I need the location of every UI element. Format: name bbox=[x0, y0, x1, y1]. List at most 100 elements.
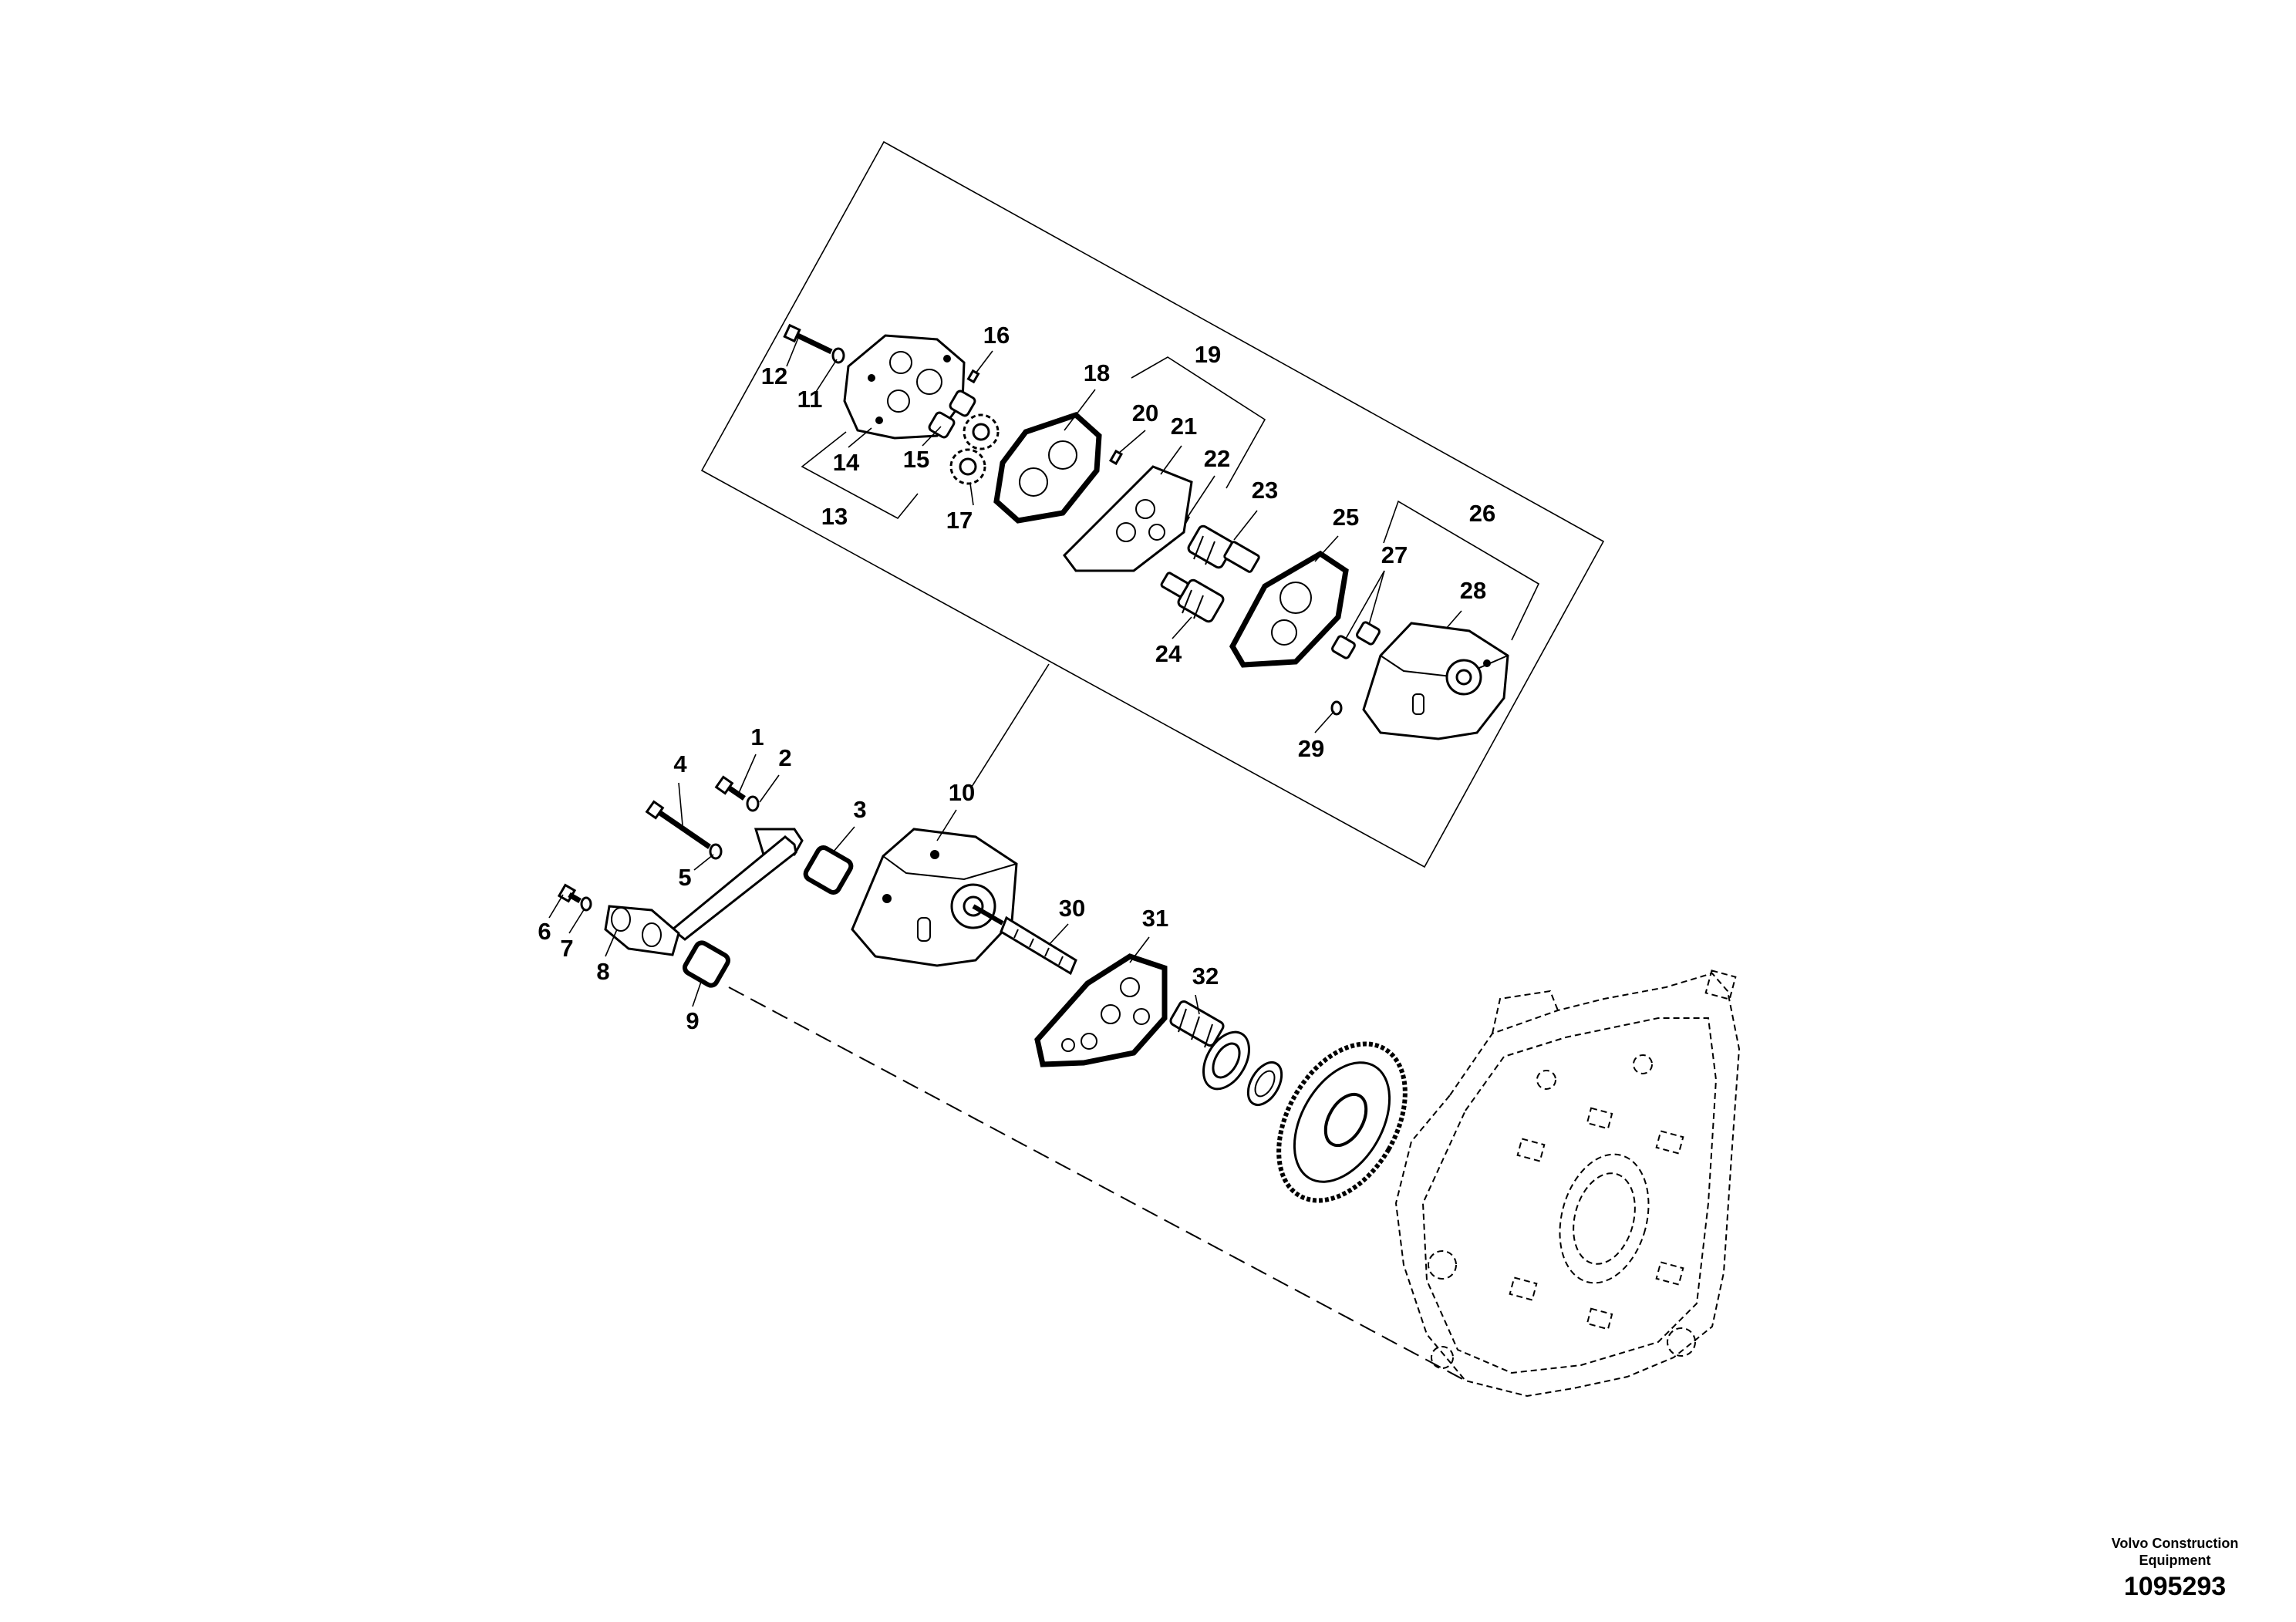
leader-6 bbox=[548, 894, 564, 919]
leader-15 bbox=[922, 426, 942, 447]
leader-29 bbox=[1314, 710, 1335, 733]
callout-5: 5 bbox=[678, 864, 691, 891]
part-23-gear-shaft bbox=[1187, 524, 1260, 573]
callout-1: 1 bbox=[750, 723, 764, 750]
callout-28: 28 bbox=[1460, 577, 1486, 604]
part-30-shaft bbox=[972, 904, 1077, 976]
leader-31 bbox=[1129, 936, 1150, 963]
bearing bbox=[1202, 1030, 1250, 1091]
leader-14 bbox=[848, 427, 872, 448]
callout-9: 9 bbox=[686, 1007, 699, 1034]
callout-30: 30 bbox=[1059, 895, 1085, 922]
company-name-line-1: Volvo Construction bbox=[2111, 1536, 2239, 1551]
part-18-gasket bbox=[993, 412, 1102, 524]
alignment-line bbox=[728, 986, 1466, 1381]
engine-timing-housing bbox=[1394, 969, 1741, 1398]
callout-24: 24 bbox=[1155, 640, 1182, 667]
part-11-washer bbox=[831, 347, 845, 364]
part-3-seal bbox=[803, 845, 854, 895]
callout-4: 4 bbox=[673, 750, 687, 777]
leader-22 bbox=[1187, 475, 1215, 518]
part-25-gasket bbox=[1229, 550, 1349, 668]
callout-26: 26 bbox=[1469, 500, 1495, 527]
callout-13: 13 bbox=[821, 503, 848, 530]
leader-8 bbox=[605, 929, 618, 957]
callout-11: 11 bbox=[797, 386, 823, 413]
part-27-bushing bbox=[1331, 621, 1381, 659]
part-7-washer bbox=[580, 896, 592, 912]
part-8-suction-pipe bbox=[604, 828, 804, 956]
leader-23 bbox=[1233, 510, 1258, 541]
part-32-coupling bbox=[1169, 1000, 1225, 1048]
leader-5 bbox=[693, 854, 714, 871]
company-name-line-2: Equipment bbox=[2139, 1553, 2211, 1568]
leader-2 bbox=[759, 774, 780, 803]
part-9-seal bbox=[683, 940, 730, 988]
part-1-bolt bbox=[714, 775, 746, 801]
callout-6: 6 bbox=[538, 918, 551, 945]
callout-16: 16 bbox=[983, 322, 1010, 349]
part-14-pump-cover bbox=[843, 334, 966, 440]
drawing-number: 1095293 bbox=[2123, 1572, 2227, 1601]
callout-2: 2 bbox=[778, 744, 791, 771]
callout-7: 7 bbox=[560, 935, 573, 962]
callout-15: 15 bbox=[903, 446, 929, 473]
part-6-bolt bbox=[557, 883, 582, 904]
callout-19: 19 bbox=[1195, 341, 1221, 368]
part-2-washer bbox=[746, 795, 760, 812]
leader-17 bbox=[969, 483, 974, 506]
callout-31: 31 bbox=[1142, 905, 1168, 932]
leader-7 bbox=[568, 908, 585, 934]
leader-16 bbox=[975, 350, 993, 374]
part-24-gear-shaft bbox=[1160, 572, 1225, 623]
part-17-gear bbox=[949, 413, 1000, 485]
leader-18 bbox=[1064, 389, 1096, 431]
drive-gear bbox=[1276, 1041, 1408, 1203]
callout-22: 22 bbox=[1204, 445, 1230, 472]
callout-25: 25 bbox=[1333, 504, 1359, 531]
leader-21 bbox=[1160, 445, 1182, 475]
callout-18: 18 bbox=[1084, 359, 1110, 386]
leader-3 bbox=[832, 826, 855, 853]
leader-12 bbox=[786, 337, 799, 367]
part-12-bolt bbox=[783, 323, 833, 355]
callout-17: 17 bbox=[946, 507, 973, 534]
leader-27-a bbox=[1368, 570, 1385, 626]
callout-21: 21 bbox=[1171, 413, 1197, 440]
callout-23: 23 bbox=[1252, 477, 1278, 504]
leader-28 bbox=[1445, 610, 1462, 629]
bracket-13 bbox=[801, 431, 919, 520]
callout-3: 3 bbox=[853, 796, 866, 823]
callout-14: 14 bbox=[833, 449, 860, 476]
callout-12: 12 bbox=[761, 363, 787, 389]
bracket-26 bbox=[1383, 500, 1540, 641]
leader-27-b bbox=[1345, 570, 1385, 639]
part-31-gasket bbox=[1034, 953, 1168, 1067]
part-21-plate bbox=[1063, 465, 1193, 572]
part-28-pump-housing bbox=[1362, 622, 1509, 740]
leader-32 bbox=[1195, 994, 1200, 1015]
exploded-view-frame bbox=[700, 140, 1605, 868]
leader-10 bbox=[936, 809, 957, 841]
company-name: Volvo Construction Equipment bbox=[2098, 1535, 2252, 1569]
leader-11 bbox=[815, 359, 838, 393]
part-4-bolt bbox=[645, 800, 711, 849]
callout-10: 10 bbox=[949, 779, 975, 806]
callout-29: 29 bbox=[1298, 735, 1324, 762]
leader-25 bbox=[1314, 535, 1339, 562]
callout-32: 32 bbox=[1192, 963, 1219, 990]
leader-30 bbox=[1048, 923, 1069, 946]
leader-4 bbox=[678, 782, 683, 826]
part-15-bushing bbox=[928, 389, 976, 439]
bracket-19 bbox=[1131, 356, 1266, 489]
frame-to-pump-leader bbox=[971, 663, 1050, 787]
callout-20: 20 bbox=[1132, 400, 1158, 427]
callout-8: 8 bbox=[596, 958, 609, 985]
ring bbox=[1246, 1061, 1283, 1106]
leader-24 bbox=[1172, 616, 1192, 639]
part-10-oil-pump bbox=[851, 828, 1018, 967]
callout-27: 27 bbox=[1381, 541, 1408, 568]
leader-1 bbox=[738, 754, 757, 794]
